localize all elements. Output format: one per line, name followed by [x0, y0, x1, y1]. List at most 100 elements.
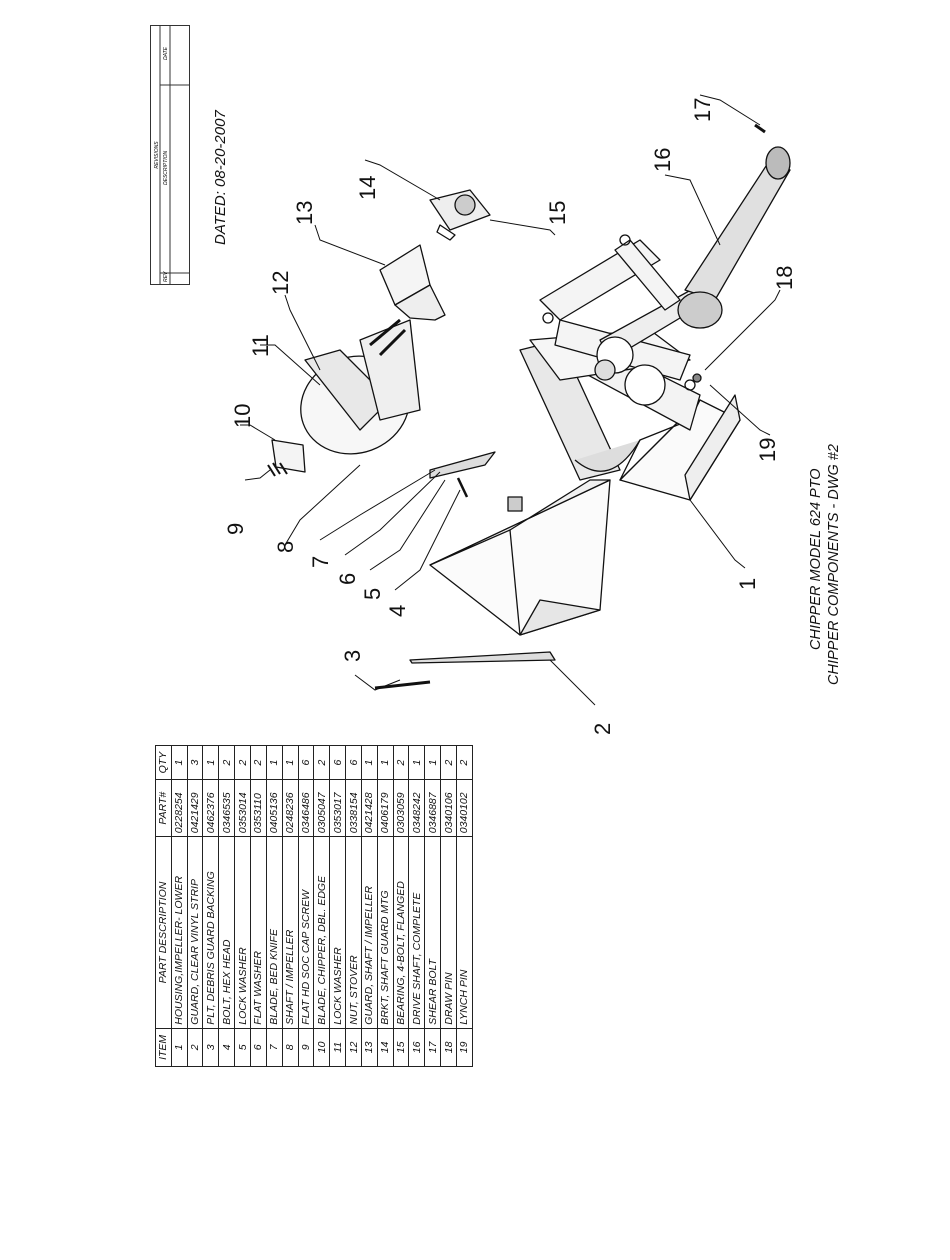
item-cell: 8 — [282, 1028, 299, 1067]
impeller-disc — [300, 318, 421, 455]
part-number-cell: 0346887 — [424, 779, 441, 837]
part-number-cell: 0462376 — [202, 779, 219, 837]
debris-backing-plate — [374, 680, 431, 690]
item-cell: 18 — [440, 1028, 457, 1067]
header-description: PART DESCRIPTION — [155, 836, 172, 1029]
item-cell: 6 — [250, 1028, 267, 1067]
item-cell: 4 — [218, 1028, 235, 1067]
part-number-cell: 0340102 — [456, 779, 473, 837]
item-cell: 7 — [266, 1028, 283, 1067]
drive-shaft — [677, 146, 791, 329]
callout-7: 7 — [308, 555, 333, 568]
description-cell: SHAFT / IMPELLER — [282, 836, 299, 1029]
callout-18: 18 — [772, 265, 797, 290]
description-cell: LOCK WASHER — [234, 836, 251, 1029]
shear-bolt — [754, 123, 766, 134]
item-cell: 11 — [329, 1028, 346, 1067]
callout-2: 2 — [590, 722, 615, 735]
description-cell: LOCK WASHER — [329, 836, 346, 1029]
vinyl-strip-guard — [409, 651, 556, 664]
callout-11: 11 — [248, 334, 273, 357]
qty-cell: 6 — [298, 745, 314, 780]
description-cell: NUT, STOVER — [345, 836, 362, 1029]
description-cell: GUARD, SHAFT / IMPELLER — [361, 836, 378, 1029]
qty-cell: 1 — [377, 745, 394, 780]
qty-cell: 6 — [329, 745, 346, 780]
description-cell: BLADE, CHIPPER, DBL. EDGE — [313, 836, 330, 1029]
part-number-cell: 0346486 — [298, 779, 314, 837]
item-cell: 13 — [361, 1028, 378, 1067]
description-cell: BEARING, 4-BOLT, FLANGED — [393, 836, 409, 1029]
qty-cell: 2 — [313, 745, 330, 780]
part-number-cell: 0421428 — [361, 779, 378, 837]
item-cell: 3 — [202, 1028, 219, 1067]
callout-15: 15 — [545, 200, 570, 225]
revisions-heading: REVISIONS — [154, 141, 160, 169]
item-cell: 9 — [298, 1028, 314, 1067]
callout-6: 6 — [335, 572, 360, 585]
qty-cell: 2 — [456, 745, 473, 780]
draw-pin — [692, 373, 702, 383]
bearing-bracket — [429, 189, 491, 241]
description-cell: DRIVE SHAFT, COMPLETE — [408, 836, 425, 1029]
item-cell: 5 — [234, 1028, 251, 1067]
header-qty: QTY — [155, 745, 172, 780]
part-number-cell: 0338154 — [345, 779, 362, 837]
qty-cell: 2 — [250, 745, 267, 780]
description-cell: PLT, DEBRIS GUARD BACKING — [202, 836, 219, 1029]
qty-cell: 1 — [361, 745, 378, 780]
header-item: ITEM — [155, 1028, 172, 1067]
part-number-cell: 0305047 — [313, 779, 330, 837]
item-cell: 16 — [408, 1028, 425, 1067]
description-cell: DRAW PIN — [440, 836, 457, 1029]
callout-19: 19 — [755, 437, 780, 462]
qty-cell: 6 — [345, 745, 362, 780]
item-cell: 10 — [313, 1028, 330, 1067]
qty-cell: 2 — [393, 745, 409, 780]
part-number-cell: 0353110 — [250, 779, 267, 837]
item-cell: 15 — [393, 1028, 409, 1067]
description-cell: BLADE, BED KNIFE — [266, 836, 283, 1029]
item-cell: 2 — [187, 1028, 203, 1067]
part-number-cell: 0248236 — [282, 779, 299, 837]
rev-col-date: DATE — [163, 46, 169, 60]
description-cell: BOLT, HEX HEAD — [218, 836, 235, 1029]
part-number-cell: 0405136 — [266, 779, 283, 837]
item-cell: 19 — [456, 1028, 473, 1067]
revisions-block: REVISIONS REV DESCRIPTION DATE — [150, 25, 190, 285]
callout-8: 8 — [273, 540, 298, 553]
part-number-cell: 0346535 — [218, 779, 235, 837]
revisions-frame: REVISIONS REV DESCRIPTION DATE — [150, 25, 190, 285]
part-number-cell: 0228254 — [171, 779, 188, 837]
hex-bolt — [456, 477, 469, 498]
item-cell: 1 — [171, 1028, 188, 1067]
callout-12: 12 — [268, 270, 293, 295]
callout-16: 16 — [650, 147, 675, 172]
description-cell: GUARD, CLEAR VINYL STRIP — [187, 836, 203, 1029]
qty-cell: 1 — [408, 745, 425, 780]
shaft-guard — [379, 244, 446, 321]
qty-cell: 1 — [202, 745, 219, 780]
infeed-hopper — [429, 479, 611, 636]
part-number-cell: 0303059 — [393, 779, 409, 837]
description-cell: HOUSING,IMPELLER- LOWER — [171, 836, 188, 1029]
chipper-blade — [271, 439, 306, 473]
qty-cell: 1 — [266, 745, 283, 780]
rev-col-description: DESCRIPTION — [163, 150, 169, 185]
callout-17: 17 — [690, 97, 715, 122]
item-cell: 12 — [345, 1028, 362, 1067]
description-cell: SHEAR BOLT — [424, 836, 441, 1029]
cap-screws — [267, 462, 288, 477]
